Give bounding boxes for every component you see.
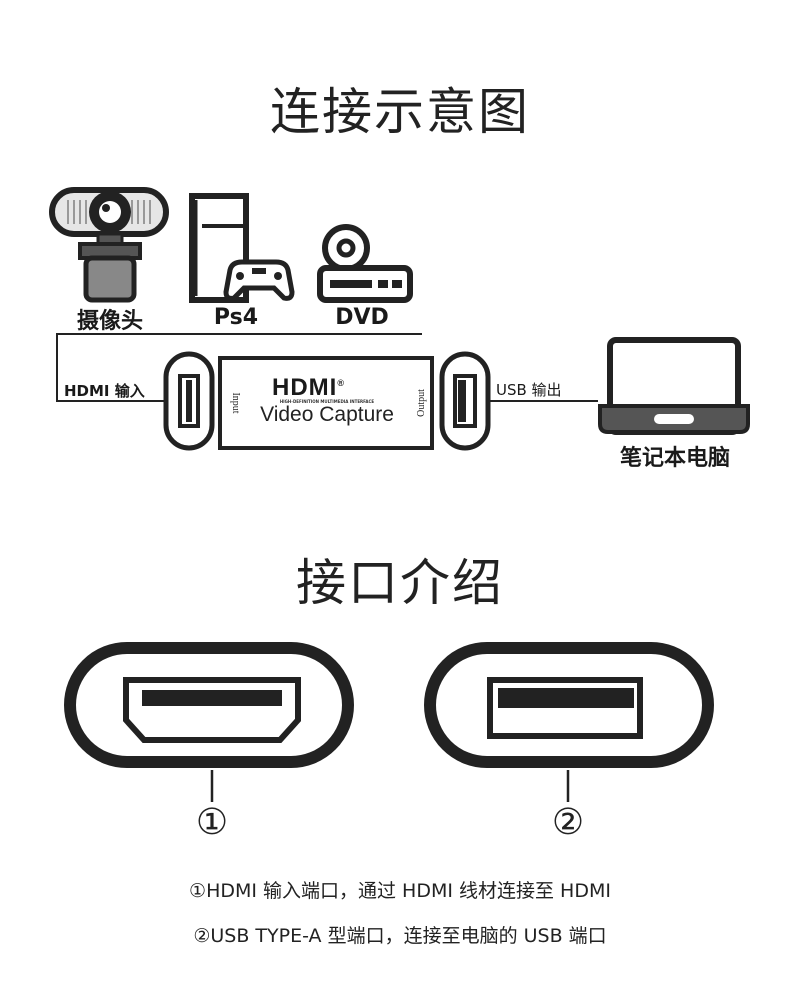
port2-marker: ② [551,802,585,843]
output-side-label: Output [416,389,427,417]
ps4-icon [189,193,295,303]
hdmi-port-large-icon [64,642,354,802]
hdmi-logo-text: HDMI [272,374,338,401]
dvd-label: DVD [335,305,389,330]
connection-diagram-title: 连接示意图 [270,83,530,141]
dvd-icon [317,224,413,303]
port1-description: ①HDMI 输入端口，通过 HDMI 线材连接至 HDMI [189,880,611,902]
interface-intro-title: 接口介绍 [296,554,504,612]
right-port-icon [439,351,491,451]
usb-port-large-icon [424,642,714,802]
laptop-icon [598,337,750,435]
hdmi-logo: HDMI® [272,374,345,402]
laptop-label: 笔记本电脑 [619,446,730,471]
ps4-label: Ps4 [213,305,259,330]
port1-marker: ① [195,802,229,843]
port2-description: ②USB TYPE-A 型端口，连接至电脑的 USB 端口 [193,925,607,947]
left-port-icon [163,351,215,451]
usb-output-label: USB 输出 [496,381,562,399]
webcam-label: 摄像头 [76,309,143,334]
webcam-icon [49,187,169,303]
hdmi-input-label: HDMI 输入 [64,382,145,400]
hdmi-logo-mark: ® [337,378,345,388]
connection-lines [56,333,598,402]
input-side-label: Input [230,392,241,414]
capture-box-name: Video Capture [260,403,394,426]
hdmi-logo-tagline: HIGH-DEFINITION MULTIMEDIA INTERFACE [279,399,375,404]
capture-box [218,356,434,450]
